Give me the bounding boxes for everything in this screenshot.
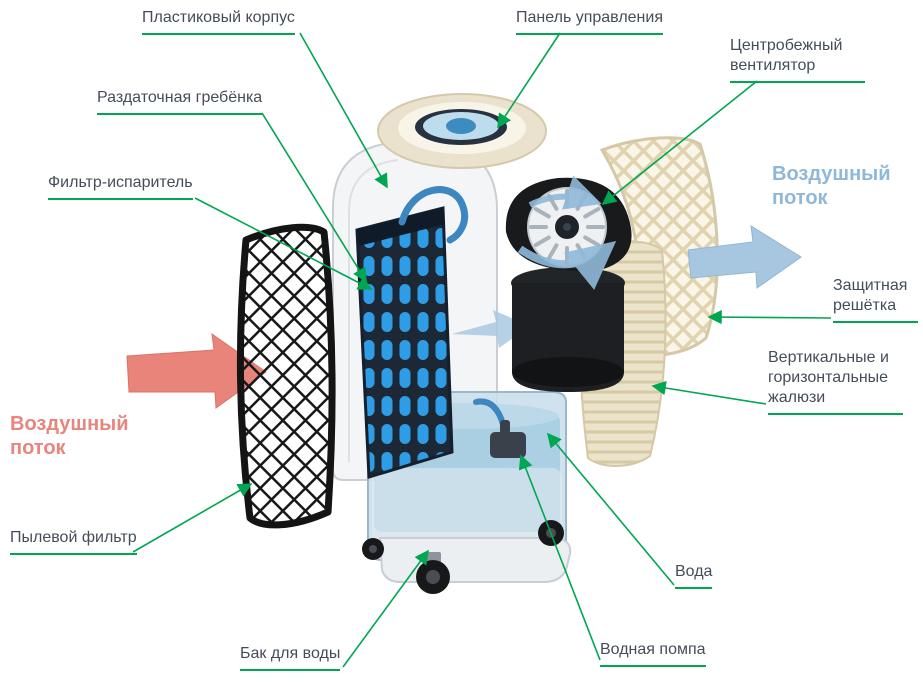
leader-dust-filter: [132, 483, 253, 553]
label-centrifugal-fan: Центробежный вентилятор: [730, 36, 865, 83]
distribution-comb-graphic: [357, 208, 445, 246]
label-water-tank: Бак для воды: [240, 644, 341, 671]
dust-filter-graphic: [236, 223, 336, 529]
leader-distribution-comb: [261, 112, 367, 283]
leader-lines: [132, 32, 832, 668]
base-graphic: [362, 520, 572, 594]
label-plastic-body: Пластиковый корпус: [142, 8, 295, 35]
water-tube-graphic: [398, 186, 469, 244]
leader-control-panel: [497, 32, 561, 129]
leader-water-tank: [342, 549, 429, 668]
label-control-panel: Панель управления: [516, 8, 663, 35]
label-water-pump: Водная помпа: [600, 640, 706, 667]
leader-protective-grille: [707, 309, 832, 325]
label-dust-filter: Пылевой фильтр: [10, 528, 137, 555]
label-water: Вода: [675, 562, 713, 589]
airflow-out-arrow: [687, 225, 802, 289]
leader-centrifugal-fan: [601, 80, 758, 205]
fan-swirl-arrow: [528, 175, 602, 210]
label-airflow-out: Воздушный поток: [772, 163, 891, 209]
label-distribution-comb: Раздаточная гребёнка: [97, 88, 263, 115]
leader-water-pump: [518, 454, 601, 661]
airflow-inner-arrow: [452, 310, 530, 348]
label-protective-grille: Защитная решётка: [833, 276, 918, 323]
fan-swirl-arrow: [517, 240, 617, 290]
centrifugal-fan-graphic: [505, 175, 632, 392]
label-filter-evaporator: Фильтр-испаритель: [48, 173, 193, 200]
leader-filter-evaporator: [194, 197, 373, 290]
filter-evaporator-graphic: [355, 186, 469, 479]
control-panel-graphic: [377, 93, 547, 169]
leader-plastic-body: [299, 32, 388, 189]
label-louvers: Вертикальные и горизонтальные жалюзи: [768, 348, 903, 415]
leader-water: [546, 432, 675, 586]
leader-louvers: [651, 380, 767, 405]
label-airflow-in: Воздушный поток: [10, 413, 129, 459]
water-pump-graphic: [490, 420, 526, 458]
